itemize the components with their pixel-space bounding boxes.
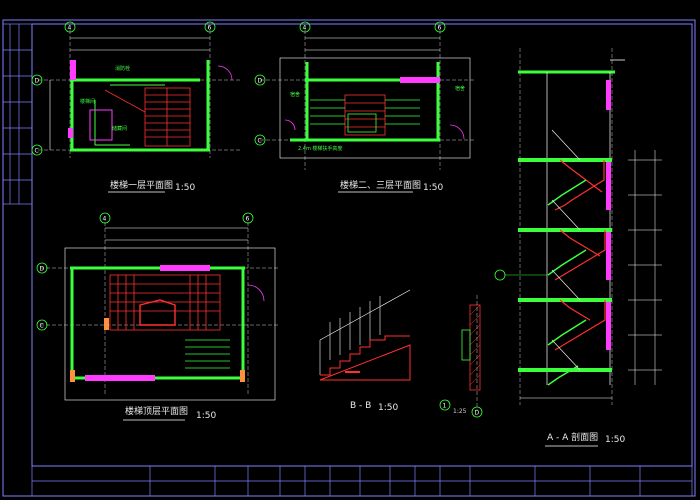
plan1-title: 楼梯一层平面图: [110, 179, 173, 191]
svg-text:D: D: [35, 78, 40, 85]
svg-text:宿舍: 宿舍: [455, 85, 465, 92]
svg-text:D: D: [475, 410, 480, 417]
svg-text:C: C: [35, 148, 39, 155]
axis-bubble-D: [254, 74, 266, 86]
callout-bubble: [494, 269, 506, 281]
svg-text:C: C: [258, 138, 262, 145]
section-b-b: B - B 1:50: [319, 289, 411, 413]
svg-text:4: 4: [103, 216, 107, 223]
plan-top-floor: 4 6 D C 楼梯顶层平面图 1:50: [36, 212, 280, 421]
axis-bubble-C: [31, 144, 43, 156]
section-a-a: A - A 剖面图 1:50: [494, 48, 662, 447]
svg-text:4: 4: [303, 25, 307, 32]
wall-detail: D 1 1:25: [439, 295, 483, 418]
svg-text:2.4m 楼梯扶手高度: 2.4m 楼梯扶手高度: [298, 145, 342, 152]
axis-bubble-6: [242, 212, 254, 224]
svg-text:6: 6: [246, 216, 250, 223]
section-b-title: B - B: [350, 401, 371, 411]
plan3-scale: 1:50: [196, 411, 216, 421]
axis-bubble-6: [204, 21, 216, 33]
plan2-scale: 1:50: [423, 183, 443, 193]
section-a-scale: 1:50: [605, 435, 625, 445]
detail-marker: [439, 399, 451, 411]
plan-floor-1: 楼梯间 消防栓 储藏间 4 6 D C 楼梯一层平面图 1:50: [31, 21, 240, 193]
axis-bubble-4: [64, 21, 76, 33]
svg-text:宿舍: 宿舍: [290, 91, 300, 98]
svg-text:储藏间: 储藏间: [112, 125, 127, 132]
axis-bubble-4: [299, 21, 311, 33]
plan2-title: 楼梯二、三层平面图: [340, 179, 421, 191]
svg-text:消防栓: 消防栓: [115, 65, 130, 72]
detail-scale: 1:25: [453, 408, 467, 415]
svg-text:D: D: [258, 78, 263, 85]
plan3-title: 楼梯顶层平面图: [125, 405, 188, 417]
left-approval-strip: [2, 23, 33, 205]
svg-text:D: D: [40, 266, 45, 273]
section-a-title: A - A 剖面图: [547, 431, 598, 443]
svg-text:C: C: [40, 323, 44, 330]
section-b-scale: 1:50: [378, 403, 398, 413]
axis-bubble-D: [471, 406, 483, 418]
title-block: [31, 465, 693, 497]
svg-text:楼梯间: 楼梯间: [80, 98, 95, 105]
axis-bubble-C: [36, 319, 48, 331]
svg-text:6: 6: [438, 25, 442, 32]
axis-bubble-C: [254, 134, 266, 146]
plan-floor-2-3: 宿舍 宿舍 2.4m 楼梯扶手高度 4 6 D C 楼梯二、三层平面图 1:50: [254, 21, 475, 193]
svg-text:1: 1: [443, 403, 447, 410]
plan1-scale: 1:50: [175, 183, 195, 193]
axis-bubble-D: [31, 74, 43, 86]
svg-text:4: 4: [68, 25, 72, 32]
axis-bubble-D: [36, 262, 48, 274]
axis-bubble-6: [434, 21, 446, 33]
svg-text:6: 6: [208, 25, 212, 32]
axis-bubble-4: [99, 212, 111, 224]
